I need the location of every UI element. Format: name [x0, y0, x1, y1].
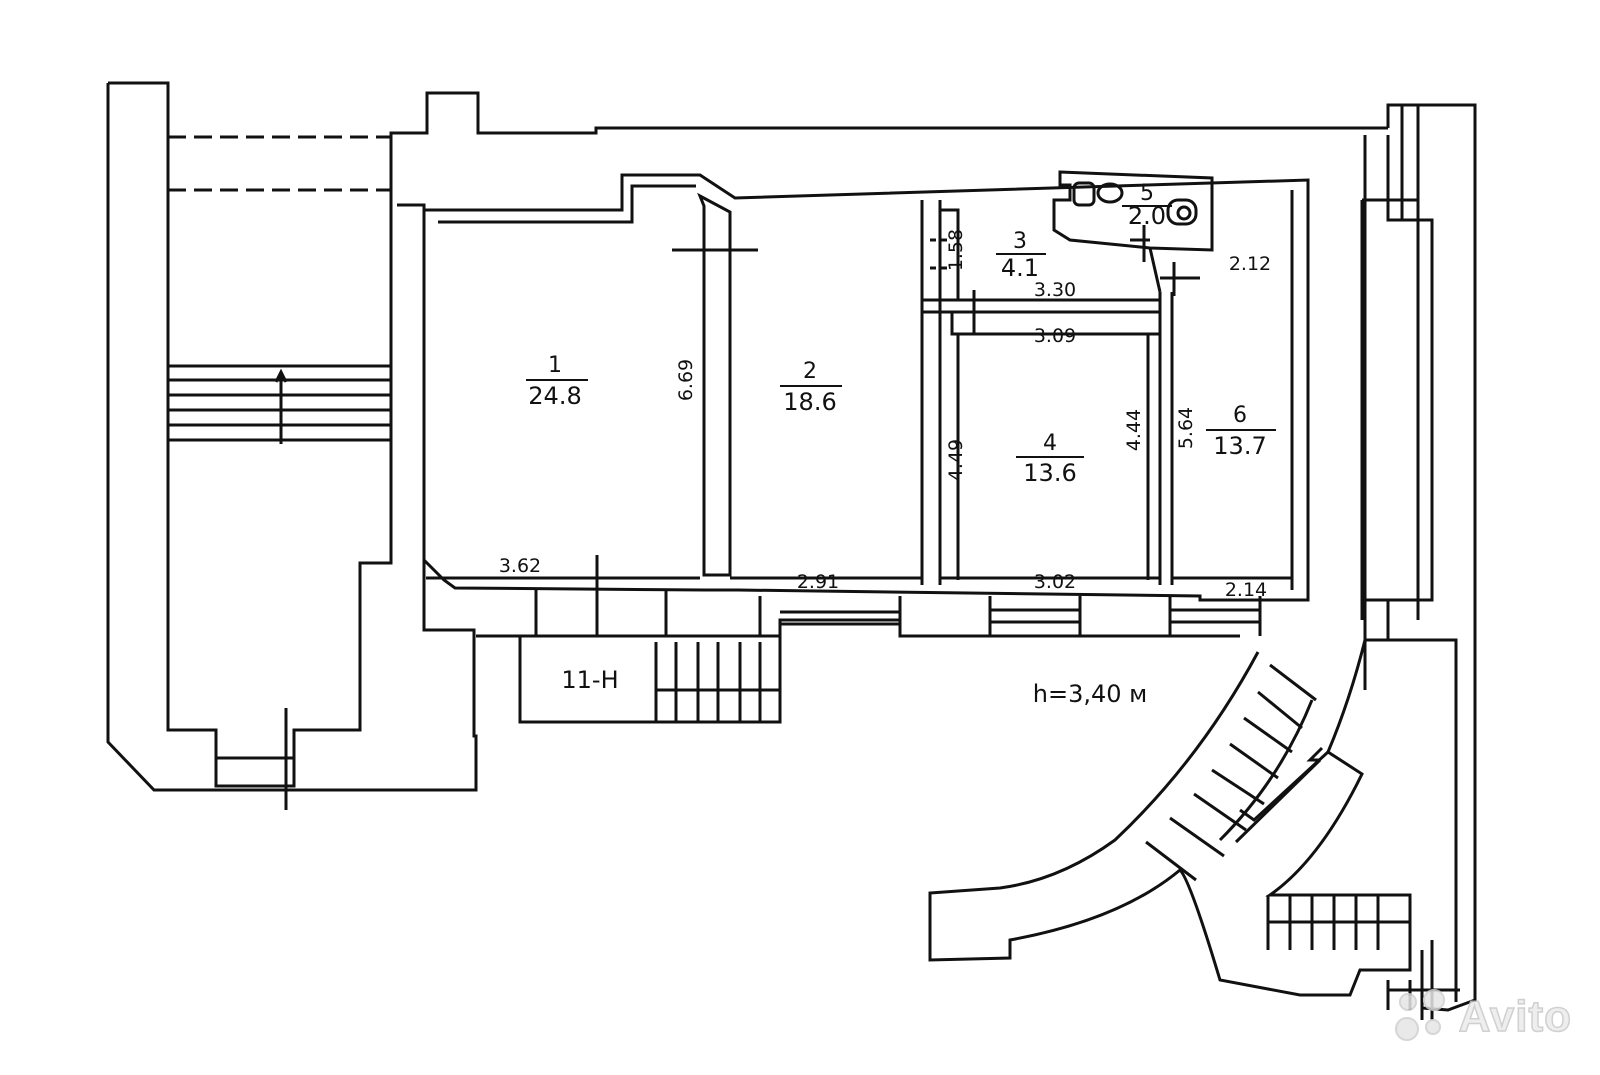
- dim-room4-right: 4.44: [1123, 409, 1145, 451]
- room-2-area: 18.6: [783, 388, 836, 416]
- room-1-number: 1: [548, 353, 562, 378]
- room-1-area: 24.8: [528, 382, 581, 410]
- avito-watermark: Avito: [1393, 989, 1572, 1045]
- facade-windows: [476, 590, 1262, 638]
- dim-room4-left: 4.49: [945, 439, 967, 481]
- apartment-walls: [422, 173, 1310, 602]
- dim-room6-top: 2.12: [1229, 253, 1271, 275]
- avito-brand-text: Avito: [1458, 991, 1572, 1042]
- dim-room4-top: 3.09: [1034, 325, 1076, 347]
- right-stair-block: [1360, 103, 1477, 1020]
- door-marks: [672, 220, 1200, 334]
- dim-room1-bottom: 3.62: [499, 555, 541, 577]
- curved-stair: [928, 639, 1412, 997]
- dim-room3-height: 1.58: [945, 229, 967, 271]
- unit-label: 11-Н: [561, 666, 618, 694]
- room-6-area: 13.7: [1213, 432, 1266, 460]
- room-5-area: 2.0: [1128, 202, 1166, 230]
- ceiling-height-label: h=3,40 м: [1033, 680, 1148, 708]
- room-4-area: 13.6: [1023, 459, 1076, 487]
- room-3-number: 3: [1013, 229, 1027, 254]
- dim-room6-side: 5.64: [1175, 407, 1197, 449]
- entry-11n: [518, 555, 782, 724]
- avito-logo-icon: [1393, 989, 1449, 1045]
- dim-room2-bottom: 2.91: [797, 571, 839, 593]
- room-2-number: 2: [803, 359, 817, 384]
- room-5-number: 5: [1140, 181, 1154, 206]
- plan-annotations: 11-Н h=3,40 м: [561, 666, 1147, 708]
- dim-room3-bottom: 3.30: [1034, 279, 1076, 301]
- dim-room6-bottom: 2.14: [1225, 579, 1267, 601]
- room-labels: 1 24.8 2 18.6 3 4.1 4 13.6 5 2.0 6 13.7: [526, 181, 1276, 487]
- room-6-number: 6: [1233, 403, 1247, 428]
- room-3-area: 4.1: [1001, 254, 1039, 282]
- dim-room4-bottom: 3.02: [1034, 571, 1076, 593]
- dim-room1-side: 6.69: [675, 359, 697, 401]
- dimension-labels: 3.62 6.69 2.91 1.58 3.30 3.09 4.49 4.44 …: [499, 229, 1271, 601]
- bathroom-fixtures: [1052, 170, 1214, 293]
- room-4-number: 4: [1043, 431, 1057, 456]
